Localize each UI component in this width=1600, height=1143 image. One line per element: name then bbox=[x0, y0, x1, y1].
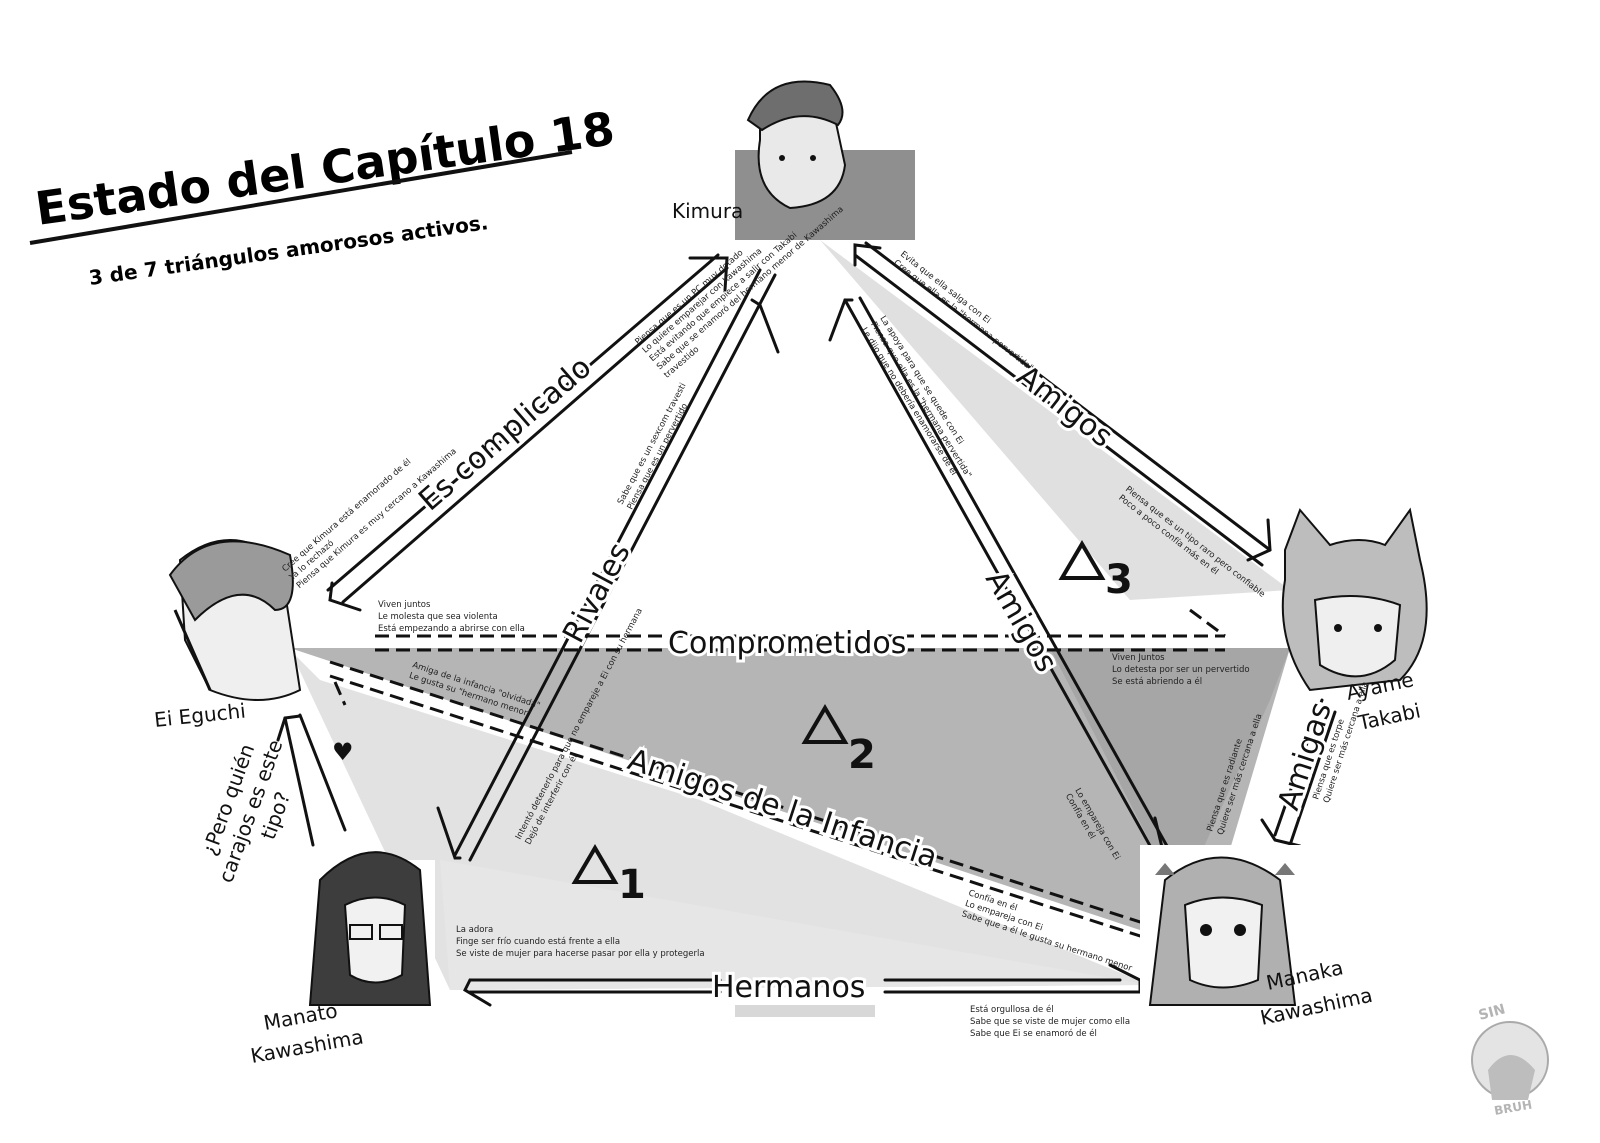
notes-ei-to-ayame: Viven juntos Le molesta que sea violenta… bbox=[378, 600, 525, 634]
label-hermanos: Hermanos bbox=[712, 970, 865, 1005]
triangle-marker-3: 3 bbox=[1058, 540, 1133, 603]
line-kimura-ayame-a bbox=[853, 253, 1264, 567]
line-rivales-a bbox=[453, 268, 762, 857]
note-line: Está orgullosa de él bbox=[970, 1004, 1054, 1015]
arrow-head-rivales-bottom bbox=[436, 806, 462, 860]
notes-manato-to-manaka: La adora Finge ser frío cuando está fren… bbox=[456, 925, 705, 959]
triangle-marker-1: 1 bbox=[571, 844, 646, 908]
line-amigas-b bbox=[1288, 710, 1337, 847]
note-line: Sabe que se viste de mujer como ella bbox=[970, 1017, 1130, 1027]
note-line: Viven juntos bbox=[378, 600, 431, 610]
note-line: Sabe que es un sexcom travesti bbox=[616, 381, 689, 506]
arrow-head-kimura-left bbox=[688, 256, 729, 292]
name-kimura: Kimura bbox=[672, 199, 743, 223]
line-ei-manato-b bbox=[298, 713, 347, 832]
heart-icon: ♥ bbox=[332, 738, 354, 766]
manato-portrait bbox=[300, 851, 435, 1010]
manaka-portrait bbox=[1140, 845, 1305, 1006]
triangle-3-region bbox=[820, 240, 1290, 600]
line-ei-kimura-b bbox=[341, 266, 729, 604]
note-line: Sabe que Ei se enamoró de él bbox=[970, 1028, 1097, 1039]
svg-text:SIN: SIN bbox=[1477, 1001, 1507, 1023]
arrow-head-kimura-right bbox=[853, 243, 882, 267]
triangle-marker-2: 2 bbox=[801, 704, 876, 778]
name-ei: Ei Eguchi bbox=[153, 699, 247, 732]
triangle-3-number: 3 bbox=[1105, 557, 1133, 603]
hermanos-shadow bbox=[735, 1005, 875, 1017]
note-line: Lo quiere emparejar con Kawashima bbox=[641, 246, 765, 355]
note-line: Lo detesta por ser un pervertido bbox=[1112, 665, 1250, 675]
label-es-complicado: Es complicado bbox=[412, 350, 598, 518]
line-kimura-ayame-b bbox=[864, 241, 1272, 552]
line-amigas-a bbox=[1273, 698, 1324, 837]
ei-portrait bbox=[168, 539, 302, 701]
arrow-head-manato-up bbox=[276, 714, 302, 742]
triangle-1-number: 1 bbox=[618, 862, 646, 908]
note-line: Viven Juntos bbox=[1112, 653, 1165, 663]
arrow-head-amigas-bottom bbox=[1260, 818, 1302, 848]
note-line: Piensa que Kimura es muy cercano a Kawas… bbox=[295, 447, 459, 591]
notes-manaka-to-manato: Está orgullosa de él Sabe que se viste d… bbox=[970, 1004, 1130, 1039]
note-line: Se está abriendo a él bbox=[1112, 676, 1202, 687]
arrow-head-kimura-manaka-top bbox=[828, 298, 854, 342]
line-kimura-manaka-b bbox=[858, 296, 1174, 857]
triangle-1-lower-region bbox=[440, 860, 1150, 990]
page-title: Estado del Capítulo 18 bbox=[32, 101, 618, 236]
line-rivales-b bbox=[468, 273, 777, 862]
triangle-2-right-region bbox=[1050, 648, 1290, 900]
title-underline bbox=[29, 150, 573, 245]
ayame-portrait bbox=[1281, 507, 1428, 692]
line-ei-kimura-a bbox=[326, 253, 720, 592]
note-line: Finge ser frío cuando está frente a ella bbox=[456, 937, 620, 947]
triangle-2-number: 2 bbox=[848, 732, 876, 778]
arrow-head-hermanos-left bbox=[463, 978, 492, 1007]
watermark-logo: SIN BRUH bbox=[1471, 1001, 1549, 1118]
label-comprometidos: Comprometidos bbox=[668, 626, 906, 661]
arrow-head-ei bbox=[328, 581, 362, 612]
arrow-head-rivales-top bbox=[750, 298, 780, 354]
svg-text:BRUH: BRUH bbox=[1493, 1098, 1533, 1118]
note-line: Se viste de mujer para hacerse pasar por… bbox=[456, 949, 705, 959]
note-line: La adora bbox=[456, 925, 493, 935]
line-kimura-manaka-a bbox=[843, 298, 1160, 862]
kimura-portrait bbox=[735, 80, 915, 240]
note-line: Está empezando a abrirse con ella bbox=[378, 624, 525, 634]
arrow-head-ayame bbox=[1246, 518, 1272, 562]
notes-ayame-to-ei: Viven Juntos Lo detesta por ser un perve… bbox=[1112, 653, 1250, 687]
dash-ayame-short bbox=[1189, 608, 1226, 638]
dash-ei-short bbox=[333, 681, 347, 706]
note-line: Le molesta que sea violenta bbox=[378, 612, 498, 622]
line-ei-manato-a bbox=[283, 716, 315, 847]
name-ayame-2: Takabi bbox=[1355, 698, 1422, 735]
